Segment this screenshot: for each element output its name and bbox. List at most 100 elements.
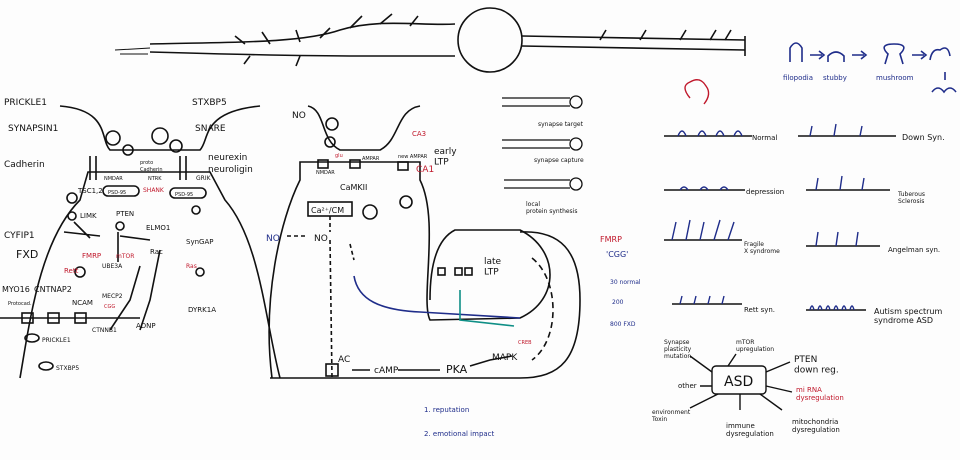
neuron-sketch-red (684, 79, 710, 105)
label-ampar: AMPAR (362, 156, 380, 162)
label-ntrk: NTRK (148, 176, 162, 182)
asd-concept-map (689, 353, 793, 411)
label-reputation: 1. reputation (424, 406, 469, 414)
spine-types (789, 42, 957, 94)
fragile-x-spines (671, 219, 735, 241)
label-no-mid: NO (314, 234, 328, 244)
ltp-node-1 (362, 204, 378, 220)
label-fmrp: FMRP (82, 252, 101, 260)
label-adnp: ADNP (136, 322, 156, 330)
asd-box (711, 365, 767, 395)
label-ctnnb1: CTNNB1 (92, 327, 117, 334)
presynaptic-outline (59, 105, 261, 151)
label-pka: PKA (446, 363, 468, 376)
ltp-vesicle-2 (324, 136, 336, 148)
spine-label-mushroom: mushroom (876, 74, 914, 82)
mushroom-shape (883, 43, 905, 65)
label-cgg-right: 'CGG' (606, 250, 628, 259)
arrow-mushroom-branched (912, 50, 928, 60)
label-cntnap2: CNTNAP2 (34, 285, 72, 294)
label-mapk: MAPK (492, 353, 518, 363)
label-rett: Rett (64, 267, 79, 275)
stubby-shape (827, 51, 845, 62)
vesicle-2 (122, 144, 134, 156)
neuron-axon (521, 35, 746, 51)
label-cadherin-small: Cadherin (140, 167, 163, 173)
mini-dendrite-3 (504, 179, 570, 189)
ltp-vesicle-1 (325, 117, 339, 131)
branched-shape-2 (931, 87, 957, 94)
label-neuroligin: neuroligin (208, 165, 253, 175)
ltp-ampar-box (349, 159, 361, 169)
mini-bouton-2 (569, 137, 583, 151)
mini-bouton-3 (569, 177, 583, 191)
label-rett-syn: Rett syn. (744, 306, 775, 314)
dendritic-spines-top (234, 13, 732, 67)
ltp-new-ampar-box (397, 161, 409, 171)
disease-spine-drawings (664, 79, 896, 311)
label-glu: glu (335, 153, 343, 159)
ltp-postsynaptic-outline (268, 161, 551, 379)
psd95-right-box (169, 187, 207, 199)
syngap-node (191, 205, 201, 215)
receptor-lines (89, 156, 187, 180)
label-stxbp5-bottom: STXBP5 (56, 365, 79, 372)
ltp-nucleus-dashed (531, 257, 554, 361)
small-synapse-left (114, 47, 151, 55)
label-limk: LIMK (80, 212, 97, 220)
dyrk-node (195, 267, 205, 277)
label-new-ampar: new AMPAR (398, 154, 428, 160)
label-psd95-right: PSD-95 (175, 192, 193, 198)
label-elmo1: ELMO1 (146, 224, 170, 232)
label-psd95-left: PSD-95 (108, 190, 126, 196)
filopodia-shape (789, 42, 803, 62)
label-grik: GRIK (196, 175, 212, 182)
label-snare: SNARE (195, 124, 226, 134)
vesicle-1 (105, 130, 121, 146)
label-fmrp-right: FMRP (600, 235, 622, 244)
label-nmdar-left: NMDAR (104, 176, 123, 182)
label-synapsin1: SYNAPSIN1 (8, 124, 58, 134)
label-asd-center: ASD (724, 374, 753, 390)
label-myo16: MYO16 (2, 285, 30, 294)
psd95-left-box (102, 185, 140, 197)
spine-label-filopodia: filopodia (783, 74, 813, 82)
depression-spines (679, 186, 729, 191)
label-depression: depression (746, 188, 784, 196)
protocad-box-1 (21, 312, 34, 324)
ltp-nmdar-box (317, 159, 329, 169)
label-normal: Normal (752, 134, 777, 142)
ltp-presynaptic-outline (307, 105, 421, 151)
camp-pka-arrows (352, 355, 513, 371)
arrow-stubby-mushroom (852, 50, 868, 60)
normal-spines (677, 130, 743, 137)
neuron-soma (457, 7, 523, 73)
label-ca3: CA3 (412, 130, 426, 138)
ltp-blue-pathway (353, 275, 521, 319)
spine-label-stubby: stubby (823, 74, 847, 82)
mini-dendrite-1 (502, 97, 570, 107)
late-ltp-box-3 (464, 267, 473, 276)
label-protocad: Protocad. (8, 301, 32, 307)
ltp-cell-body (270, 231, 581, 379)
label-rac: Rac (150, 248, 163, 256)
label-cyfip1: CYFIP1 (4, 231, 35, 241)
left-synapse-drawing (0, 105, 281, 379)
label-synapse-target: synapse target (538, 121, 584, 128)
protocad-box-2 (47, 312, 60, 324)
label-no-top: NO (292, 111, 306, 121)
mini-dendrite-2 (502, 139, 570, 149)
label-creb: CREB (518, 340, 532, 346)
tsc-node (66, 192, 78, 204)
ac-box (325, 363, 339, 377)
ltp-drawing (268, 105, 581, 379)
